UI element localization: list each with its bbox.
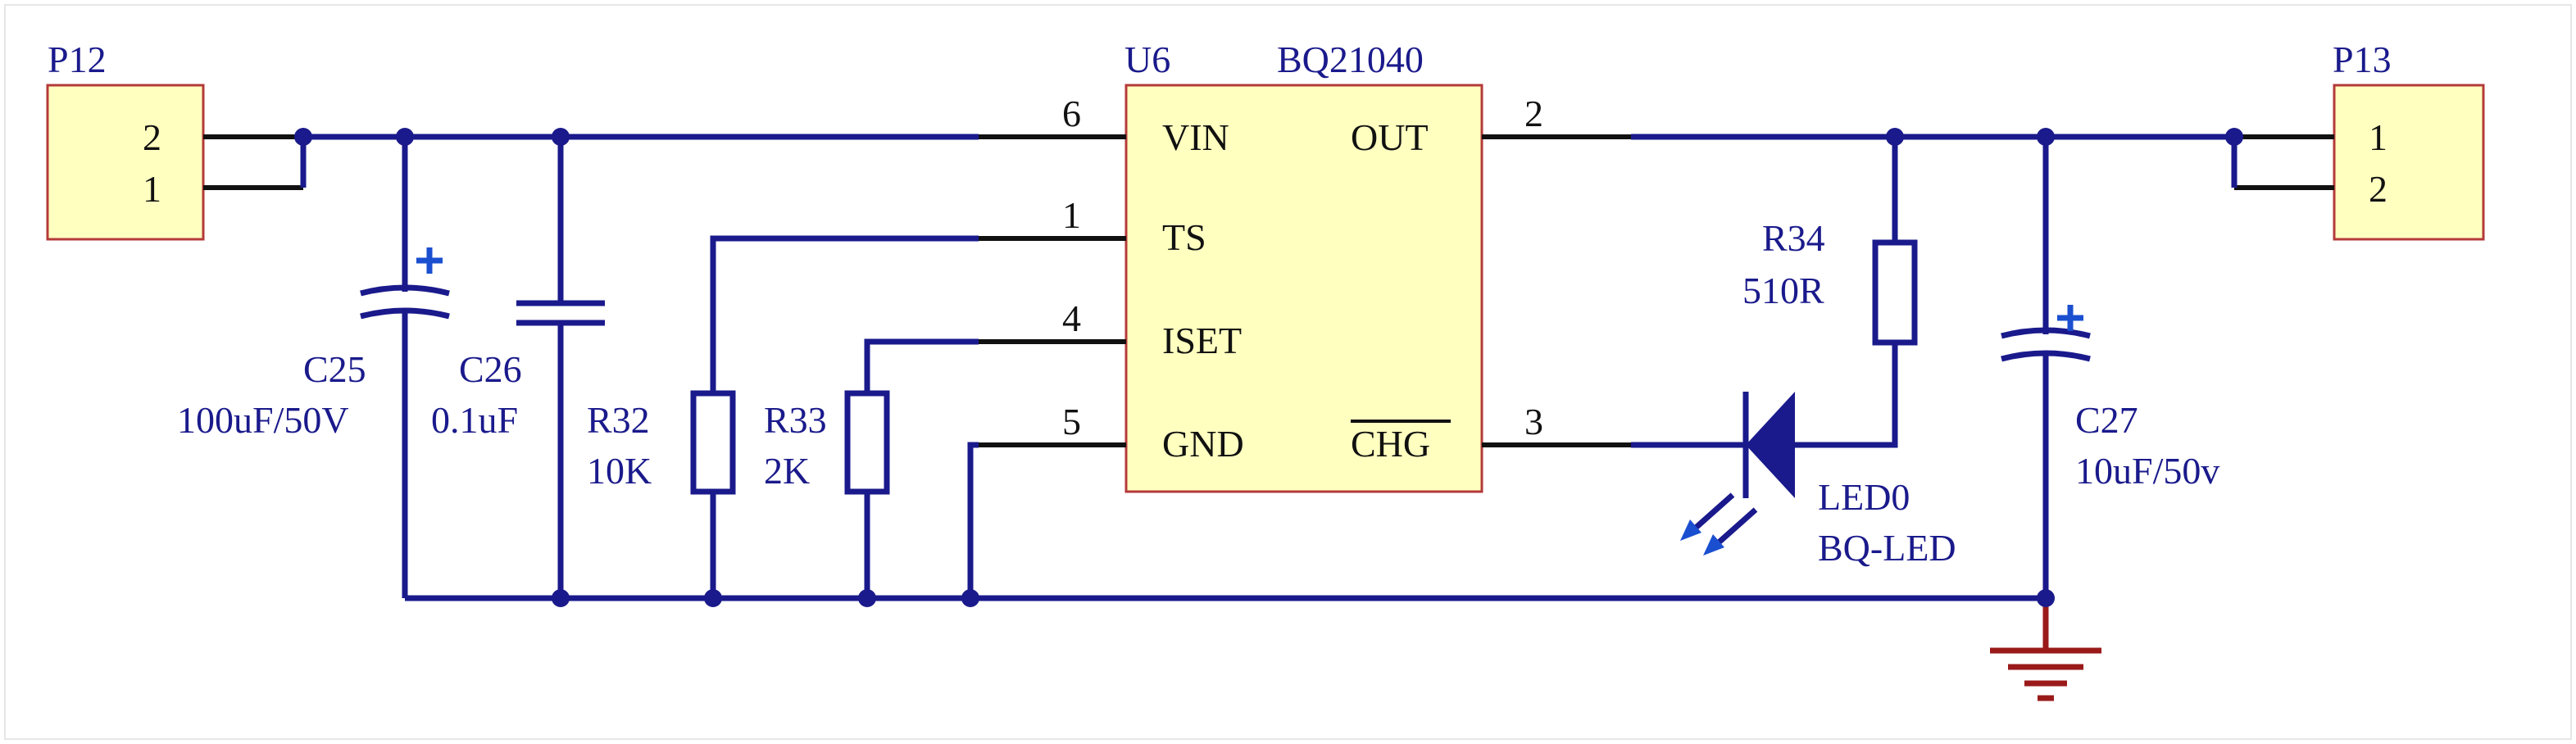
resistor-icon	[690, 390, 736, 495]
capacitor-c25[interactable]: C25 100uF/50V	[177, 247, 450, 441]
ic-pin-ts-num: 1	[1062, 194, 1081, 236]
ic-pin-ts-name: TS	[1162, 216, 1206, 258]
polarized-capacitor-icon	[2001, 305, 2091, 362]
connector-p12[interactable]: P12 2 1	[46, 39, 205, 241]
led-icon	[1680, 392, 1795, 556]
c27-ref: C27	[2075, 399, 2138, 441]
connector-p12-pin-bottom: 1	[143, 168, 161, 210]
r33-value: 2K	[764, 450, 810, 492]
r34-ref: R34	[1762, 217, 1825, 259]
connector-p13-pin-bottom: 2	[2369, 168, 2387, 210]
ic-pin-gnd-num: 5	[1062, 401, 1081, 442]
ground-icon	[1990, 647, 2101, 701]
ic-u6-ref: U6	[1124, 39, 1170, 80]
resistor-r33[interactable]: R33 2K	[764, 390, 890, 495]
capacitor-c27[interactable]: C27 10uF/50v	[2001, 305, 2219, 492]
r34-value: 510R	[1742, 270, 1824, 311]
resistor-icon	[1872, 239, 1918, 346]
resistor-r32[interactable]: R32 10K	[587, 390, 736, 495]
connector-p13-ref: P13	[2333, 39, 2392, 80]
c25-value: 100uF/50V	[177, 399, 349, 441]
polarized-capacitor-icon	[360, 247, 450, 320]
pin-stubs	[203, 134, 2334, 447]
connector-p12-pin-top: 2	[143, 116, 161, 158]
ic-pin-vin-name: VIN	[1162, 116, 1229, 158]
led-led0[interactable]: LED0 BQ-LED	[1680, 392, 1956, 569]
r32-value: 10K	[587, 450, 652, 492]
ic-pin-iset-num: 4	[1062, 297, 1081, 339]
ic-u6[interactable]: U6 BQ21040 VIN TS ISET GND OUT CHG 6 1 4…	[1062, 39, 1543, 493]
resistor-r34[interactable]: R34 510R	[1742, 217, 1918, 346]
ic-pin-out-num: 2	[1524, 93, 1543, 134]
c26-value: 0.1uF	[431, 399, 518, 441]
ic-u6-part: BQ21040	[1277, 39, 1424, 80]
ic-pin-gnd-name: GND	[1162, 423, 1244, 465]
r33-ref: R33	[764, 399, 827, 441]
c27-value: 10uF/50v	[2075, 450, 2219, 492]
connector-p12-ref: P12	[48, 39, 107, 80]
ic-pin-iset-name: ISET	[1162, 320, 1242, 361]
r32-ref: R32	[587, 399, 650, 441]
capacitor-c26[interactable]: C26 0.1uF	[431, 300, 605, 441]
ic-u6-body	[1124, 84, 1483, 493]
ic-pin-out-name: OUT	[1351, 116, 1429, 158]
led0-value: BQ-LED	[1818, 527, 1956, 569]
c26-ref: C26	[459, 348, 522, 390]
junctions	[294, 128, 2243, 607]
ic-pin-chg-num: 3	[1524, 401, 1543, 442]
connector-p12-body	[46, 84, 205, 241]
connector-p13-pin-top: 1	[2369, 116, 2387, 158]
ic-pin-chg-name: CHG	[1351, 423, 1430, 465]
ic-pin-vin-num: 6	[1062, 93, 1081, 134]
c25-ref: C25	[303, 348, 366, 390]
connector-p13-body	[2333, 84, 2485, 241]
resistor-icon	[844, 390, 890, 495]
connector-p13[interactable]: P13 1 2	[2333, 39, 2485, 241]
led0-ref: LED0	[1818, 476, 1910, 518]
capacitor-icon	[516, 300, 605, 326]
